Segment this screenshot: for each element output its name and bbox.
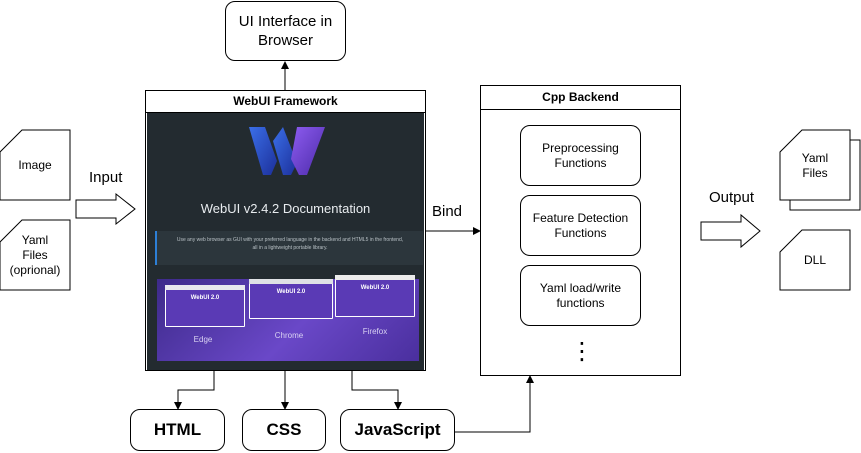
firefox-window: WebUI 2.0	[335, 275, 415, 317]
webui-framework-title: WebUI Framework	[146, 91, 425, 113]
more-functions-ellipsis: ⋮	[570, 338, 594, 365]
yaml-input-label: Yaml Files (oprional)	[9, 233, 61, 277]
yaml-output-document-front	[779, 129, 851, 201]
dll-output-label: DLL	[803, 253, 826, 267]
javascript-box: JavaScript	[340, 409, 455, 451]
firefox-window-title: WebUI 2.0	[336, 280, 414, 316]
webui-framework-box: WebUI Framework WebUI v2.4.2 Documentati…	[145, 90, 426, 371]
js-to-cpp-arrow	[454, 375, 534, 433]
webui-description-panel: Use any web browser as GUI with your pre…	[155, 231, 423, 265]
edge-label: Edge	[193, 335, 213, 344]
feature-detection-functions-box: Feature Detection Functions	[520, 195, 641, 256]
edge-window-title: WebUI 2.0	[166, 290, 244, 326]
output-label: Output	[709, 189, 755, 206]
preprocessing-functions-box: Preprocessing Functions	[520, 125, 641, 186]
webui-description-text: Use any web browser as GUI with your pre…	[176, 237, 404, 251]
bind-label: Bind	[432, 203, 463, 220]
input-block-arrow	[75, 192, 136, 226]
html-box: HTML	[130, 409, 225, 451]
image-document-shape	[0, 129, 71, 201]
edge-window: WebUI 2.0	[165, 285, 245, 327]
chrome-window-title: WebUI 2.0	[250, 284, 332, 318]
webui-logo-icon	[249, 127, 325, 175]
dll-document-shape	[779, 229, 851, 291]
output-block-arrow	[700, 213, 761, 249]
browsers-banner: WebUI 2.0 WebUI 2.0 WebUI 2.0 Edge Chrom…	[157, 275, 419, 361]
chrome-label: Chrome	[274, 331, 304, 340]
chrome-window: WebUI 2.0	[249, 279, 333, 319]
yaml-input-document-shape	[0, 219, 71, 291]
image-input-label: Image	[18, 158, 52, 172]
cpp-backend-title: Cpp Backend	[481, 86, 680, 110]
firefox-label: Firefox	[362, 327, 388, 336]
webui-doc-title: WebUI v2.4.2 Documentation	[200, 201, 371, 216]
webui-to-js-arrow	[351, 370, 402, 410]
ui-interface-box: UI Interface in Browser	[225, 1, 346, 61]
yaml-load-write-functions-box: Yaml load/write functions	[520, 265, 641, 326]
input-label: Input	[89, 169, 123, 186]
yaml-output-label: Yaml Files	[801, 151, 829, 180]
webui-to-html-arrow	[174, 370, 215, 410]
webui-doc-screenshot: WebUI v2.4.2 Documentation Use any web b…	[147, 113, 424, 370]
css-box: CSS	[242, 409, 326, 451]
